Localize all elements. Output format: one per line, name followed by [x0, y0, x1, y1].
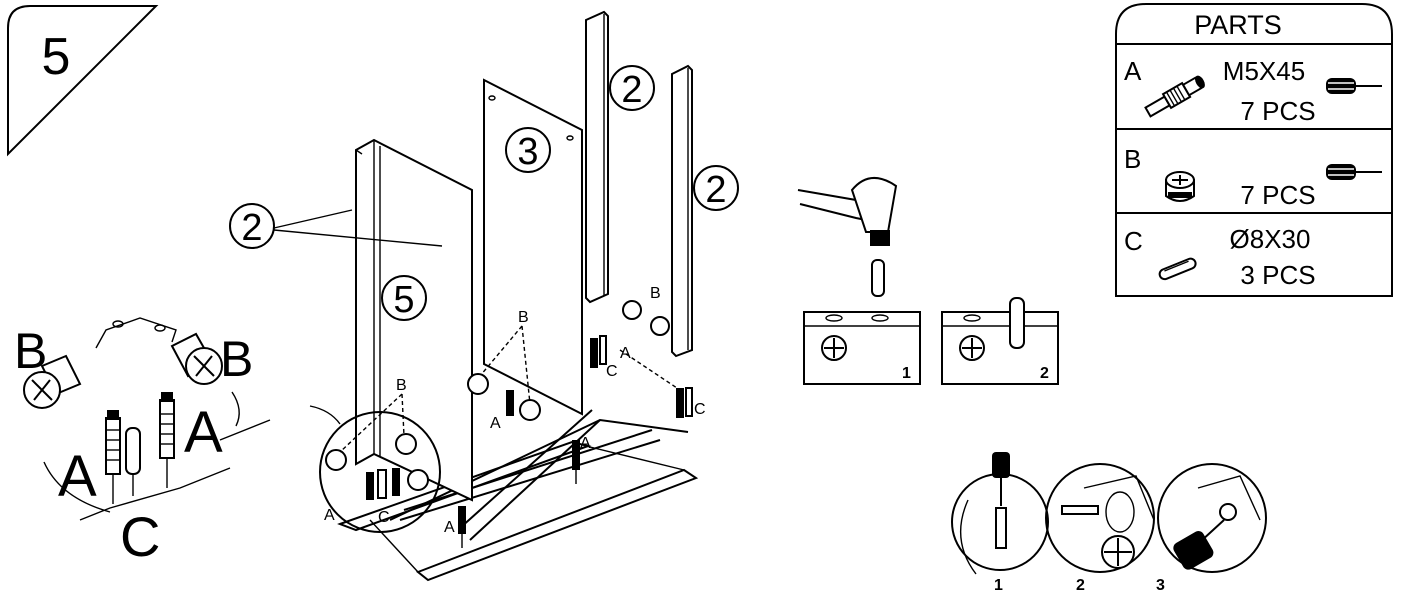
- cam-step-1: 1: [951, 452, 1049, 594]
- part-size-c: Ø8X30: [1230, 224, 1311, 254]
- step-number: 5: [42, 28, 71, 86]
- label-a-top-right: A: [620, 345, 631, 362]
- parts-row-a: A M5X45 7 PCS: [1124, 56, 1382, 126]
- dowel-step-2: 2: [1040, 365, 1049, 382]
- magnifier-label-b: B: [396, 377, 407, 394]
- cam-lock-right: [170, 332, 223, 385]
- panel-2-right: [671, 64, 693, 358]
- dowel-icon: [871, 259, 885, 297]
- parts-row-b: B 7 PCS: [1124, 144, 1382, 210]
- label-a-cross: A: [580, 435, 591, 452]
- svg-text:3: 3: [517, 131, 538, 173]
- base-rail-front: [416, 468, 699, 582]
- detail-label-b-right: B: [220, 331, 253, 387]
- svg-text:2: 2: [1076, 577, 1085, 594]
- cross-brace-2: [459, 409, 593, 529]
- step-badge: 5: [7, 5, 159, 157]
- callout-panel-3: 3: [505, 127, 551, 173]
- cam-lock-icon: [1165, 171, 1195, 202]
- label-a-center-bolt: A: [490, 415, 501, 432]
- cam-bolt-right: [159, 392, 175, 488]
- hammer-icon: [797, 177, 898, 246]
- callout-panel-5: 5: [381, 275, 427, 321]
- cam-bolt-icon: [1144, 75, 1205, 118]
- part-size-a: M5X45: [1223, 56, 1305, 86]
- parts-row-c: C Ø8X30 3 PCS: [1124, 224, 1316, 290]
- detail-label-a-right: A: [184, 400, 223, 465]
- part-letter-b: B: [1124, 144, 1141, 174]
- cam-step-2: 2: [1045, 463, 1155, 594]
- detail-label-c: C: [120, 505, 160, 568]
- detail-label-b-left: B: [14, 323, 47, 379]
- svg-text:2: 2: [621, 69, 642, 111]
- part-qty-c: 3 PCS: [1240, 260, 1315, 290]
- part-qty-a: 7 PCS: [1240, 96, 1315, 126]
- svg-text:1: 1: [994, 577, 1003, 594]
- main-assembly: 2 5 3 2 2 B: [229, 10, 739, 582]
- callout-panel-2-top: 2: [609, 65, 655, 111]
- dowel-insertion-detail: 1 2: [797, 177, 1059, 385]
- screwdriver-icon: [1326, 78, 1382, 94]
- callout-panel-2-left: 2: [229, 203, 443, 249]
- part-letter-c: C: [1124, 226, 1143, 256]
- label-b-top-right: B: [650, 285, 661, 302]
- wooden-dowel-icon: [1158, 257, 1197, 281]
- callout-panel-2-right: 2: [693, 165, 739, 211]
- part-letter-a: A: [1124, 56, 1142, 86]
- label-a-base-left: A: [444, 519, 455, 536]
- svg-text:2: 2: [705, 169, 726, 211]
- cross-brace-3: [399, 439, 661, 521]
- svg-text:5: 5: [393, 279, 414, 321]
- label-b-center: B: [518, 309, 529, 326]
- label-c-far-right: C: [694, 401, 706, 418]
- cam-lock-left: [23, 354, 82, 409]
- dowel-step-1: 1: [902, 365, 911, 382]
- magnifier-label-c: C: [378, 509, 390, 526]
- parts-table: PARTS A M5X45 7 PCS B 7 P: [1115, 3, 1393, 297]
- dowel-detail: [125, 427, 141, 496]
- cam-step-3: 3: [1156, 463, 1267, 594]
- magnifier-detail: B A C: [309, 377, 441, 533]
- cam-lock-steps: 1 2 3: [951, 452, 1267, 594]
- svg-text:3: 3: [1156, 577, 1165, 594]
- magnifier-label-a: A: [324, 507, 335, 524]
- parts-title: PARTS: [1194, 10, 1282, 40]
- label-c-top-right: C: [606, 363, 618, 380]
- screwdriver-icon: [1326, 164, 1382, 180]
- panel-3: [483, 78, 583, 416]
- part-qty-b: 7 PCS: [1240, 180, 1315, 210]
- cam-bolt-left: [105, 410, 121, 504]
- svg-text:2: 2: [241, 207, 262, 249]
- panel-2-top: [585, 10, 609, 304]
- hardware-detail: B B A A C: [14, 317, 271, 568]
